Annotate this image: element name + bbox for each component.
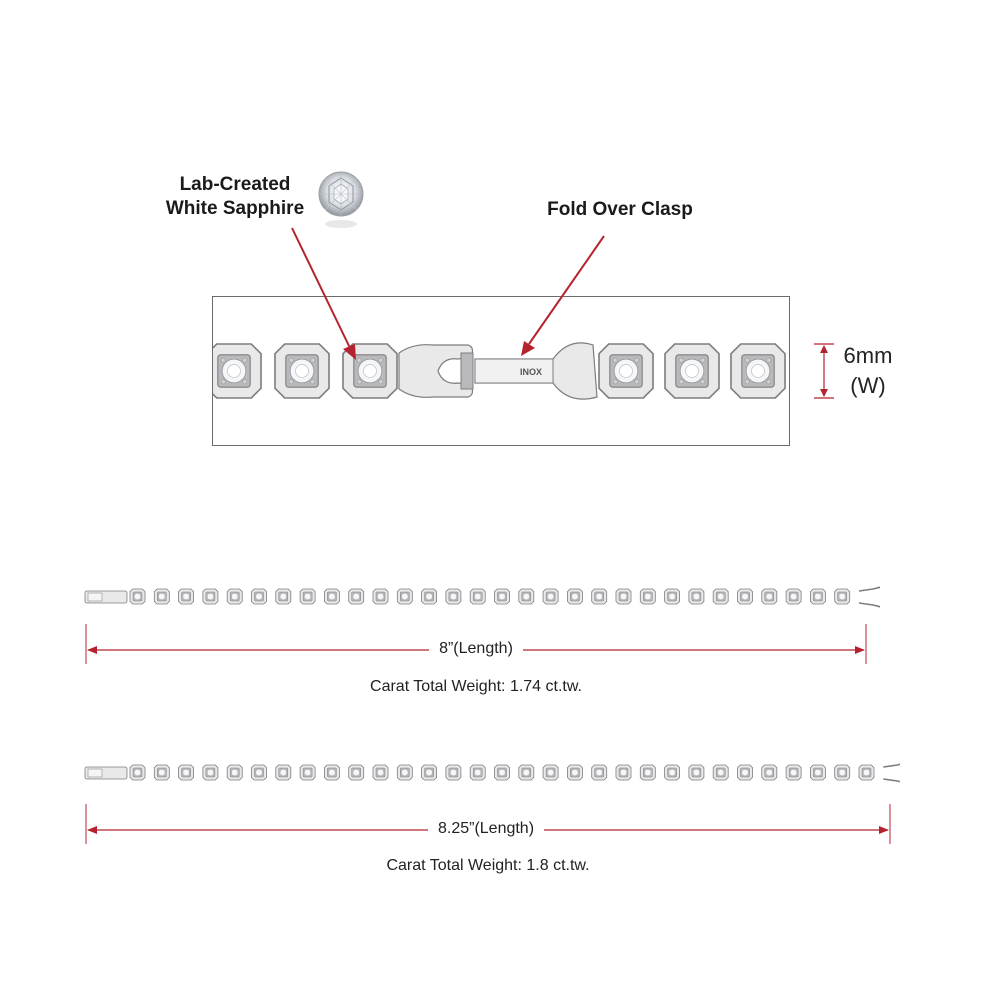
bracelet-8in-link bbox=[153, 588, 170, 605]
bracelet-8-25in-link bbox=[566, 764, 583, 781]
bracelet-8-25in-link bbox=[348, 764, 365, 781]
bracelet-8in-link bbox=[445, 588, 462, 605]
bracelet-8in-link bbox=[785, 588, 802, 605]
bracelet-8in-link bbox=[615, 588, 632, 605]
bracelet-8-25in-length-wrap: 8.25”(Length) bbox=[386, 820, 586, 838]
bracelet-8in-link bbox=[688, 588, 705, 605]
bracelet-8in-link bbox=[591, 588, 608, 605]
bracelet-8-25in-link bbox=[542, 764, 559, 781]
bracelet-8in-link bbox=[178, 588, 194, 605]
bracelet-8in-image bbox=[84, 586, 880, 608]
bracelet-8-25in-link bbox=[615, 764, 632, 781]
bracelet-8in-link bbox=[202, 588, 219, 605]
width-label: 6mm (W) bbox=[828, 341, 908, 401]
bracelet-8in-link bbox=[494, 588, 510, 605]
bracelet-8in-link bbox=[810, 588, 826, 605]
bracelet-8in-link bbox=[639, 588, 656, 605]
bracelet-8in-link bbox=[518, 588, 535, 605]
bracelet-8-25in-link bbox=[737, 764, 753, 781]
bracelet-8in-link bbox=[737, 588, 753, 605]
bracelet-8-25in-carat-weight: Carat Total Weight: 1.8 ct.tw. bbox=[386, 857, 590, 874]
bracelet-8in-link bbox=[712, 588, 729, 605]
closeup-clasp-hinge bbox=[398, 344, 474, 398]
bracelet-8-25in-link bbox=[712, 764, 729, 781]
bracelet-8in-link bbox=[372, 588, 389, 605]
bracelet-8-25in-link bbox=[323, 764, 340, 781]
closeup-link-right-3 bbox=[730, 343, 786, 399]
bracelet-8-25in-link bbox=[785, 764, 802, 781]
closeup-link-right-1 bbox=[598, 343, 654, 399]
stone-callout-line2: White Sapphire bbox=[165, 198, 305, 219]
bracelet-8in-link bbox=[761, 588, 778, 605]
bracelet-8-25in-link bbox=[372, 764, 389, 781]
bracelet-8-25in-link bbox=[226, 764, 243, 781]
bracelet-8in-link bbox=[226, 588, 243, 605]
bracelet-8-25in-link bbox=[251, 764, 267, 781]
closeup-clasp-plate: INOX bbox=[474, 342, 598, 400]
bracelet-8-25in-link bbox=[421, 764, 438, 781]
bracelet-8-25in-link bbox=[153, 764, 170, 781]
bracelet-8in-carat-weight: Carat Total Weight: 1.74 ct.tw. bbox=[370, 678, 582, 695]
bracelet-8in-link bbox=[396, 588, 413, 605]
bracelet-8-25in-link bbox=[396, 764, 413, 781]
bracelet-8in-clasp bbox=[84, 590, 128, 604]
bracelet-8in-link bbox=[275, 588, 292, 605]
bracelet-8-25in-link bbox=[494, 764, 510, 781]
bracelet-8in-length-label: 8”(Length) bbox=[429, 640, 523, 657]
bracelet-8in-link bbox=[834, 588, 851, 605]
bracelet-8-25in-link bbox=[761, 764, 778, 781]
closeup-link-left-3 bbox=[342, 343, 398, 399]
bracelet-8in-clasp-hook bbox=[858, 586, 880, 608]
stone-callout-line1: Lab-Created bbox=[179, 174, 291, 195]
bracelet-8-25in-link bbox=[639, 764, 656, 781]
bracelet-8in-link bbox=[251, 588, 267, 605]
bracelet-8in-link bbox=[299, 588, 316, 605]
bracelet-8-25in-image bbox=[84, 763, 900, 783]
bracelet-8-25in-link bbox=[202, 764, 219, 781]
bracelet-8-25in-link bbox=[858, 764, 875, 781]
bracelet-8in-link bbox=[129, 588, 146, 605]
bracelet-8-25in-link bbox=[688, 764, 705, 781]
bracelet-8in-length-wrap: 8”(Length) bbox=[376, 640, 576, 658]
gem-icon bbox=[318, 171, 364, 228]
bracelet-8-25in-length-label: 8.25”(Length) bbox=[427, 820, 545, 837]
bracelet-8in-link bbox=[542, 588, 559, 605]
width-dimension-marker bbox=[814, 343, 834, 399]
bracelet-8-25in-clasp-hook bbox=[883, 763, 900, 783]
bracelet-8-25in-link bbox=[469, 764, 486, 781]
bracelet-8-25in-link bbox=[518, 764, 535, 781]
bracelet-8-25in-clasp bbox=[84, 766, 128, 780]
bracelet-8-25in-link bbox=[445, 764, 462, 781]
closeup-link-left-1 bbox=[213, 343, 262, 399]
bracelet-8-25in-link bbox=[591, 764, 608, 781]
bracelet-8-25in-link bbox=[299, 764, 316, 781]
bracelet-8-25in-link bbox=[275, 764, 292, 781]
bracelet-8-25in-link bbox=[664, 764, 680, 781]
closeup-link-left-2 bbox=[274, 343, 330, 399]
bracelet-8in-link bbox=[664, 588, 680, 605]
width-axis-label: (W) bbox=[850, 373, 886, 398]
closeup-detail-frame: INOX bbox=[212, 296, 790, 446]
closeup-link-right-2 bbox=[664, 343, 720, 399]
clasp-callout-label: Fold Over Clasp bbox=[547, 199, 693, 220]
bracelet-8-25in-link bbox=[178, 764, 194, 781]
bracelet-8in-link bbox=[469, 588, 486, 605]
bracelet-8in-link bbox=[323, 588, 340, 605]
bracelet-8-25in-link bbox=[834, 764, 851, 781]
bracelet-8-25in-link bbox=[810, 764, 826, 781]
bracelet-8-25in-link bbox=[129, 764, 146, 781]
stone-callout-label: Lab-Created White Sapphire bbox=[150, 173, 320, 221]
bracelet-8in-link bbox=[421, 588, 438, 605]
bracelet-8in-link bbox=[348, 588, 365, 605]
width-value: 6mm bbox=[843, 343, 893, 368]
bracelet-8in-link bbox=[566, 588, 583, 605]
closeup-clasp-engraving: INOX bbox=[520, 367, 542, 377]
closeup-bracelet-image: INOX bbox=[213, 342, 786, 400]
